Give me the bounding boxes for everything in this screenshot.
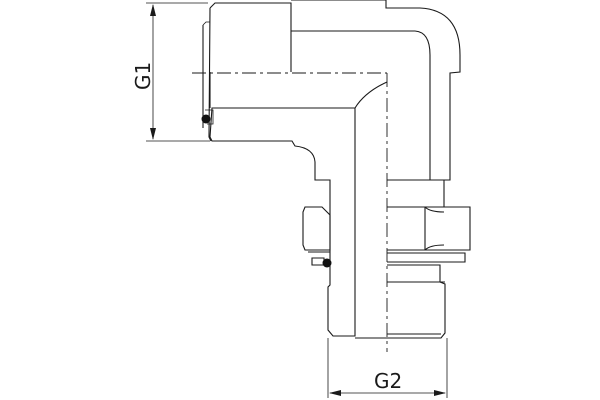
dimension-g1: G1 bbox=[131, 2, 210, 142]
upper-thread bbox=[202, 2, 292, 142]
elbow-body bbox=[291, 0, 461, 207]
inner-bore-curve bbox=[354, 81, 388, 109]
o-ring-lower bbox=[322, 258, 332, 268]
section-hatch bbox=[209, 107, 356, 337]
hex-nut bbox=[302, 206, 471, 251]
lower-thread bbox=[355, 264, 446, 339]
washer bbox=[308, 251, 466, 266]
g2-label: G2 bbox=[374, 369, 402, 393]
o-ring-upper bbox=[201, 114, 211, 124]
dimension-g2: G2 bbox=[327, 338, 448, 398]
g1-label: G1 bbox=[131, 62, 155, 90]
